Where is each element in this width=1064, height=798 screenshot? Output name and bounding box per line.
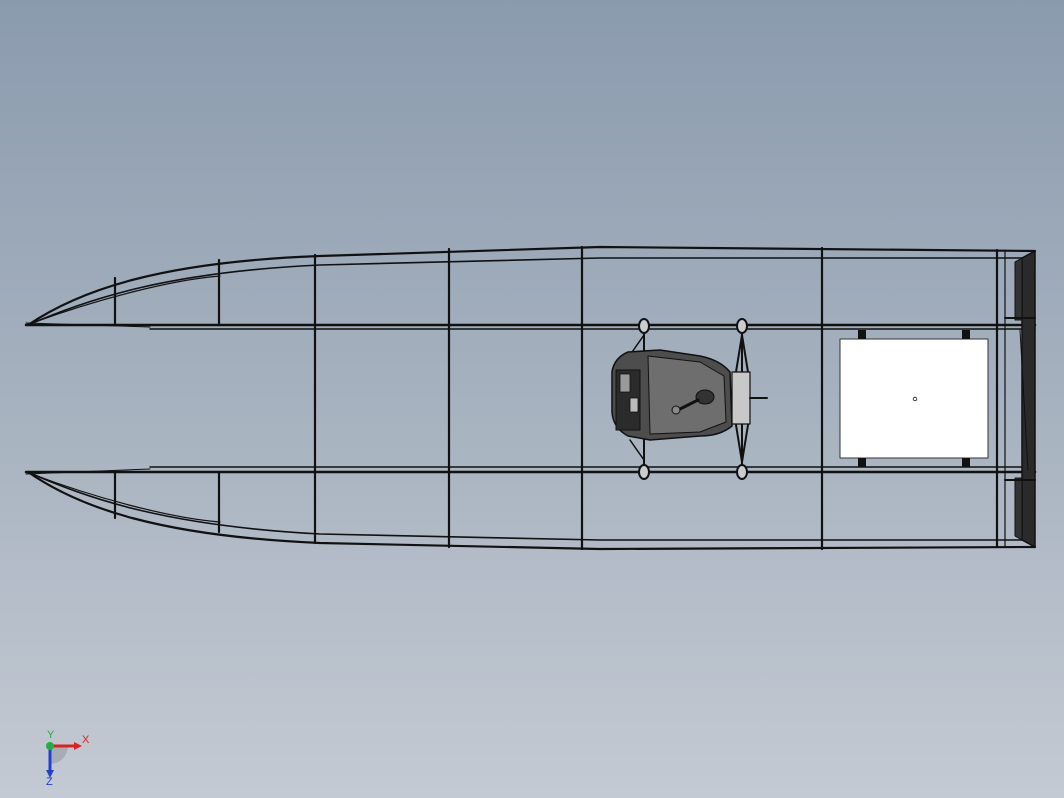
longitudinal-rail-upper <box>24 322 1037 330</box>
hull-outer-edge-top <box>26 245 1037 327</box>
coordinate-triad: X Y Z <box>46 730 90 786</box>
y-axis-dot <box>46 742 54 750</box>
deck-panel[interactable] <box>839 330 989 467</box>
y-axis-label: Y <box>47 730 55 741</box>
engine-assembly[interactable] <box>611 318 768 480</box>
hull-outer-edge-bottom <box>26 470 1037 551</box>
z-axis-label: Z <box>46 776 53 786</box>
panel-hole <box>912 396 918 402</box>
cross-frames <box>113 245 1006 551</box>
stern-transom <box>1004 250 1036 548</box>
x-axis-label: X <box>82 734 90 746</box>
longitudinal-rail-lower <box>24 466 1037 475</box>
engine-mounts <box>629 318 749 480</box>
